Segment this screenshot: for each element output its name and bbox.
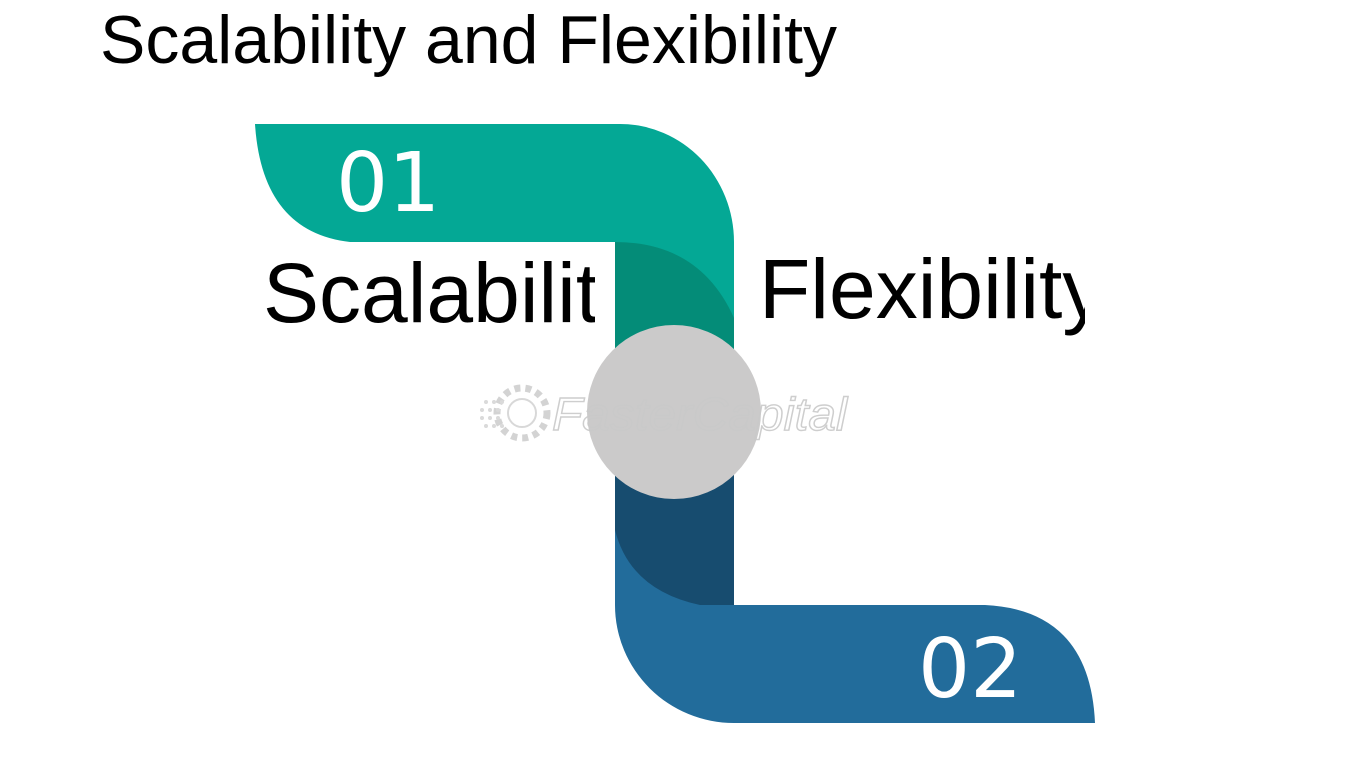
step-02-fold — [615, 462, 734, 605]
step-02-number: 02 — [918, 622, 1022, 717]
step-01-fold — [615, 242, 734, 352]
step-02-label: Flexibility — [759, 242, 1104, 336]
watermark-gear-icon — [493, 384, 551, 442]
watermark-text: FasterCapital — [552, 388, 849, 440]
step-01-label: Scalability — [263, 246, 641, 340]
center-circle — [587, 325, 761, 499]
step-01-ribbon — [255, 124, 734, 352]
page-title: Scalability and Flexibility — [100, 2, 837, 78]
step-02-ribbon — [615, 462, 1095, 723]
watermark-logo: FasterCapital — [480, 384, 850, 442]
step-01-number: 01 — [336, 136, 440, 231]
